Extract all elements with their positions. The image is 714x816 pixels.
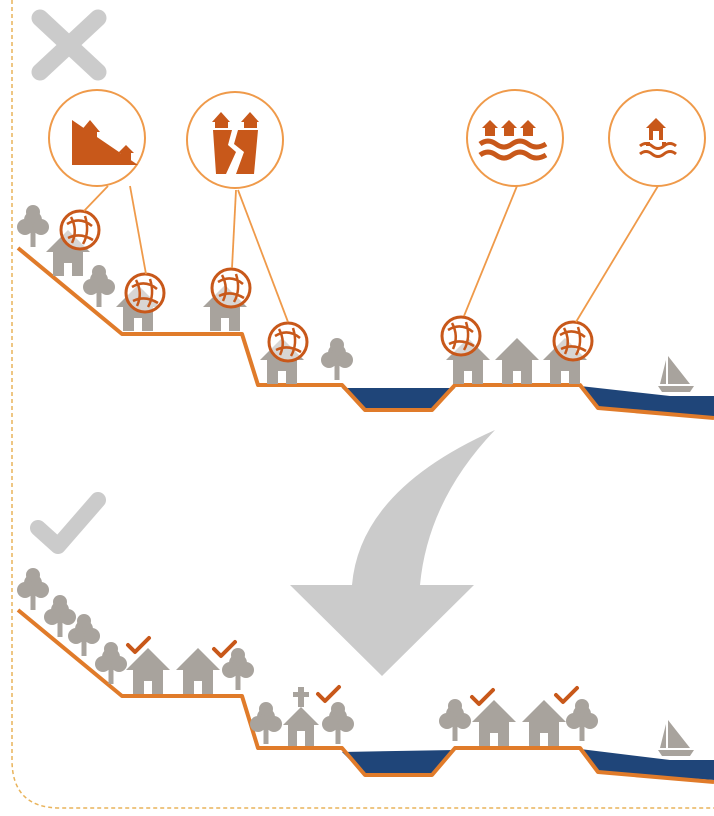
tree — [17, 568, 49, 610]
bad-scenario-panel — [16, 9, 714, 420]
sea-body — [580, 386, 714, 417]
house — [126, 648, 170, 694]
hazard-connectors — [83, 185, 659, 323]
tree — [321, 338, 353, 380]
sailboat-icon — [658, 720, 694, 756]
good-scenario-panel — [16, 492, 714, 784]
damage-icon — [124, 272, 166, 314]
tree — [222, 648, 254, 690]
tree — [322, 702, 354, 744]
house — [176, 648, 220, 694]
cross-icon — [31, 9, 107, 81]
tree — [17, 205, 49, 247]
checkmark-icon — [30, 492, 106, 554]
house — [495, 338, 539, 384]
damage-icon — [440, 315, 482, 357]
water-body — [342, 388, 455, 410]
damage-icon — [267, 321, 309, 363]
terrain-line — [16, 608, 714, 784]
house — [522, 700, 566, 746]
ground-crack-icon — [212, 112, 259, 174]
hazard-ground-crack — [186, 91, 284, 189]
damage-icon — [210, 267, 252, 309]
landslide-icon — [72, 120, 138, 165]
church-icon — [283, 687, 319, 746]
sailboat-icon — [658, 356, 694, 392]
safe-check-icon — [554, 686, 579, 704]
damage-icon — [59, 209, 101, 251]
house — [472, 700, 516, 746]
safe-check-icon — [316, 685, 341, 703]
damage-icon — [552, 320, 594, 362]
panel-frame — [11, 0, 714, 809]
tsunami-icon — [639, 118, 677, 158]
hazard-flood — [466, 89, 564, 187]
hazard-landslide — [48, 89, 146, 187]
terrain-line — [16, 246, 714, 420]
tree — [83, 265, 115, 307]
safe-check-icon — [470, 688, 495, 706]
water-body — [342, 750, 455, 775]
hazard-tsunami — [608, 89, 706, 187]
flood-icon — [478, 120, 548, 161]
curved-arrow-down-icon — [290, 430, 495, 676]
safe-check-icon — [126, 636, 151, 654]
tree — [566, 699, 598, 741]
tree — [439, 699, 471, 741]
